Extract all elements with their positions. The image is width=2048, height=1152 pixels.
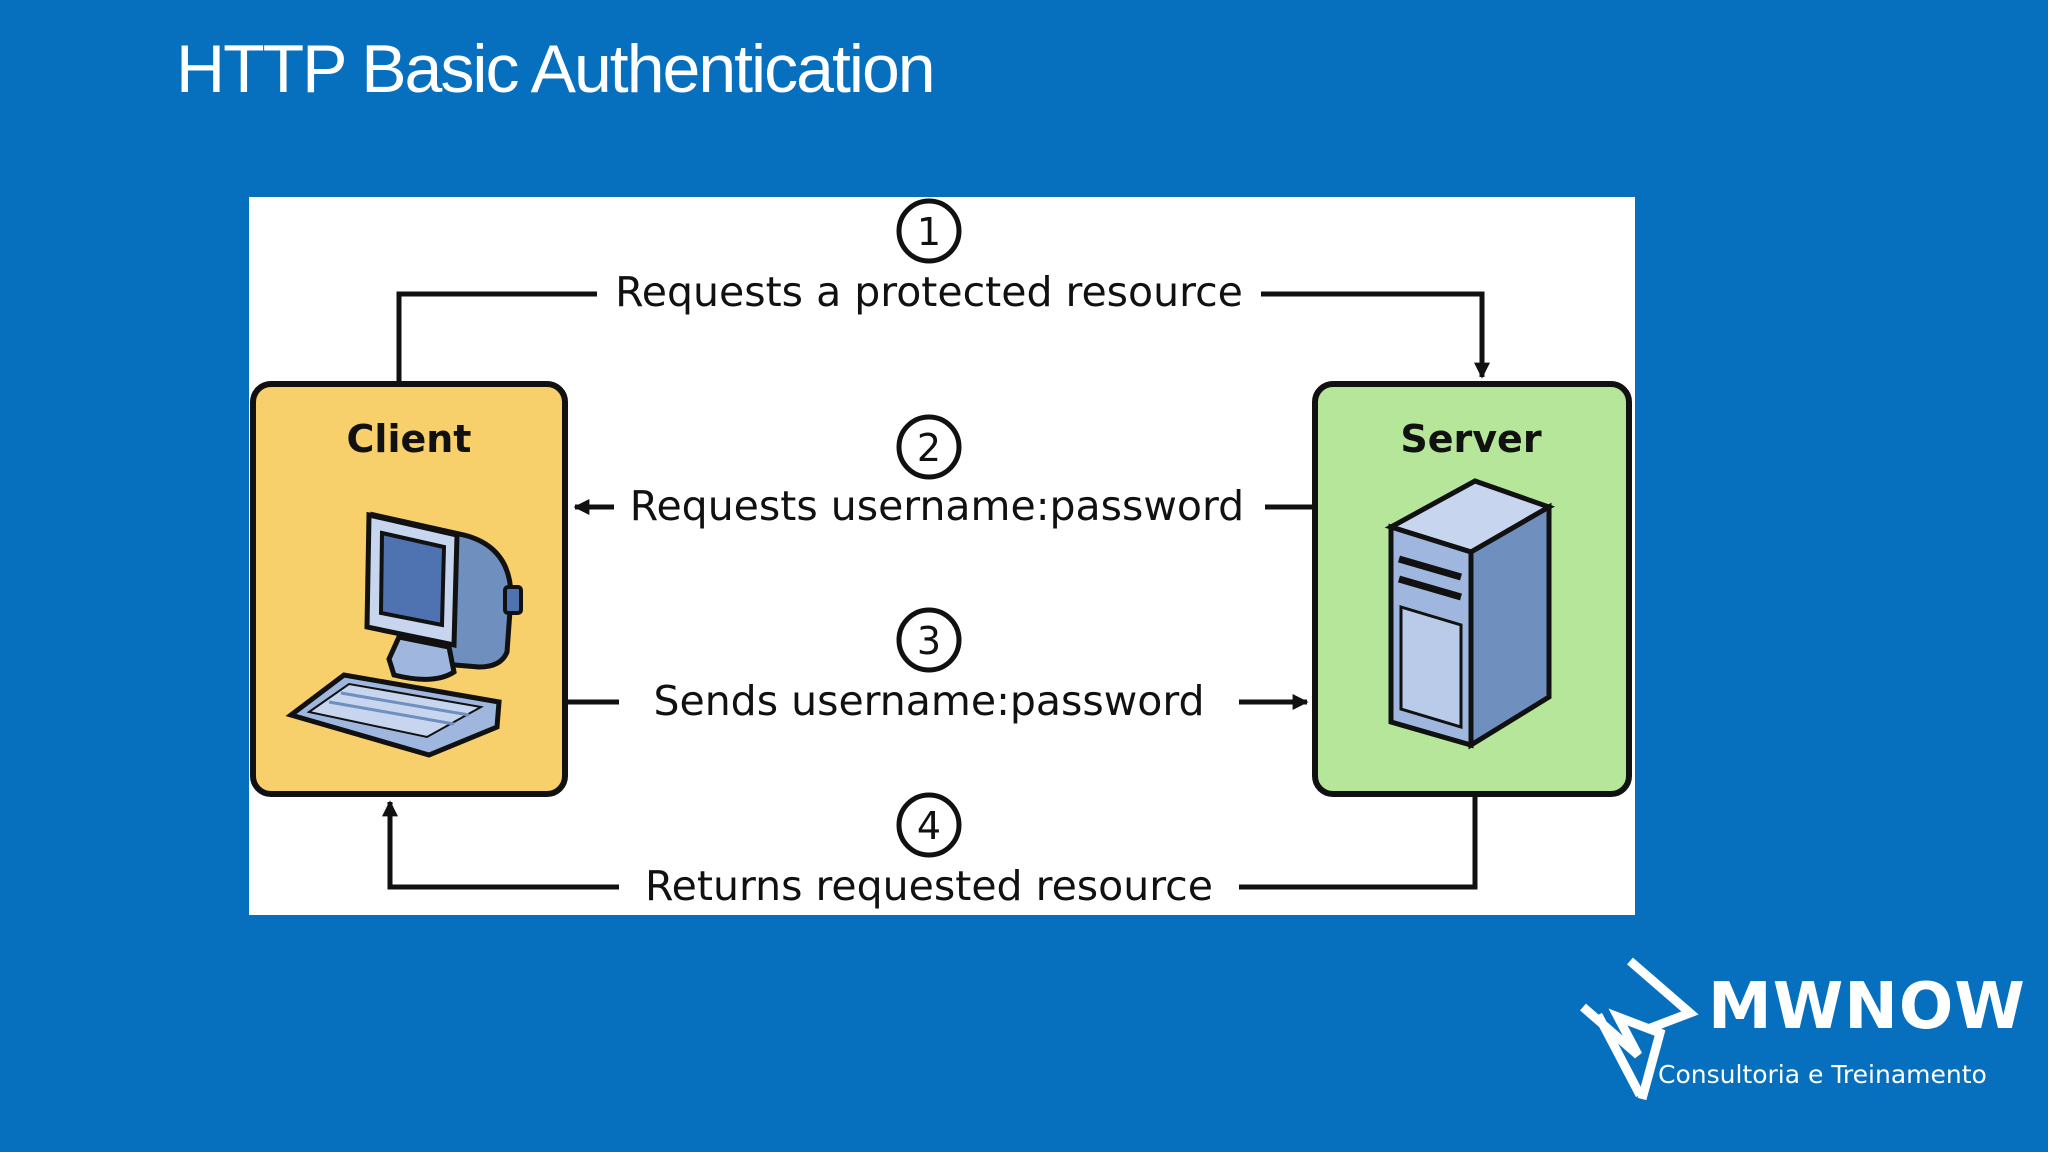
client-node: Client bbox=[250, 381, 568, 797]
step-1-marker bbox=[896, 198, 962, 264]
server-tower-icon bbox=[1384, 478, 1555, 750]
server-label: Server bbox=[1400, 417, 1541, 461]
desktop-computer-icon bbox=[285, 511, 523, 758]
step-4-label: Returns requested resource bbox=[645, 862, 1213, 910]
step-4: 4 Returns requested resource bbox=[381, 792, 1478, 910]
company-logo: MWNOW Consultoria e Treinamento bbox=[1578, 955, 2025, 1105]
slide-title: HTTP Basic Authentication bbox=[176, 31, 936, 107]
auth-flow-diagram: Client Server bbox=[249, 197, 1635, 915]
step-3-label: Sends username:password bbox=[653, 677, 1204, 725]
step-1: 1 Requests a protected resource bbox=[396, 198, 1491, 381]
step-1-label: Requests a protected resource bbox=[615, 268, 1243, 316]
step-4-marker bbox=[896, 792, 962, 858]
mwnow-logo-icon bbox=[1580, 957, 1699, 1101]
logo-tagline: Consultoria e Treinamento bbox=[1658, 1060, 1987, 1089]
step-1-number: 1 bbox=[917, 210, 941, 254]
step-3-number: 3 bbox=[917, 619, 941, 663]
step-3-marker bbox=[896, 607, 962, 673]
server-node: Server bbox=[1312, 381, 1632, 797]
diagram-canvas: Client Server bbox=[250, 198, 1632, 910]
step-2-label: Requests username:password bbox=[630, 482, 1244, 530]
logo-wordmark: MWNOW bbox=[1708, 970, 2026, 1044]
step-2-marker bbox=[896, 414, 962, 480]
step-2-number: 2 bbox=[917, 426, 941, 470]
step-2: 2 Requests username:password bbox=[573, 414, 1315, 530]
step-4-number: 4 bbox=[917, 804, 941, 848]
step-3: 3 Sends username:password bbox=[565, 607, 1309, 725]
client-label: Client bbox=[347, 417, 472, 461]
